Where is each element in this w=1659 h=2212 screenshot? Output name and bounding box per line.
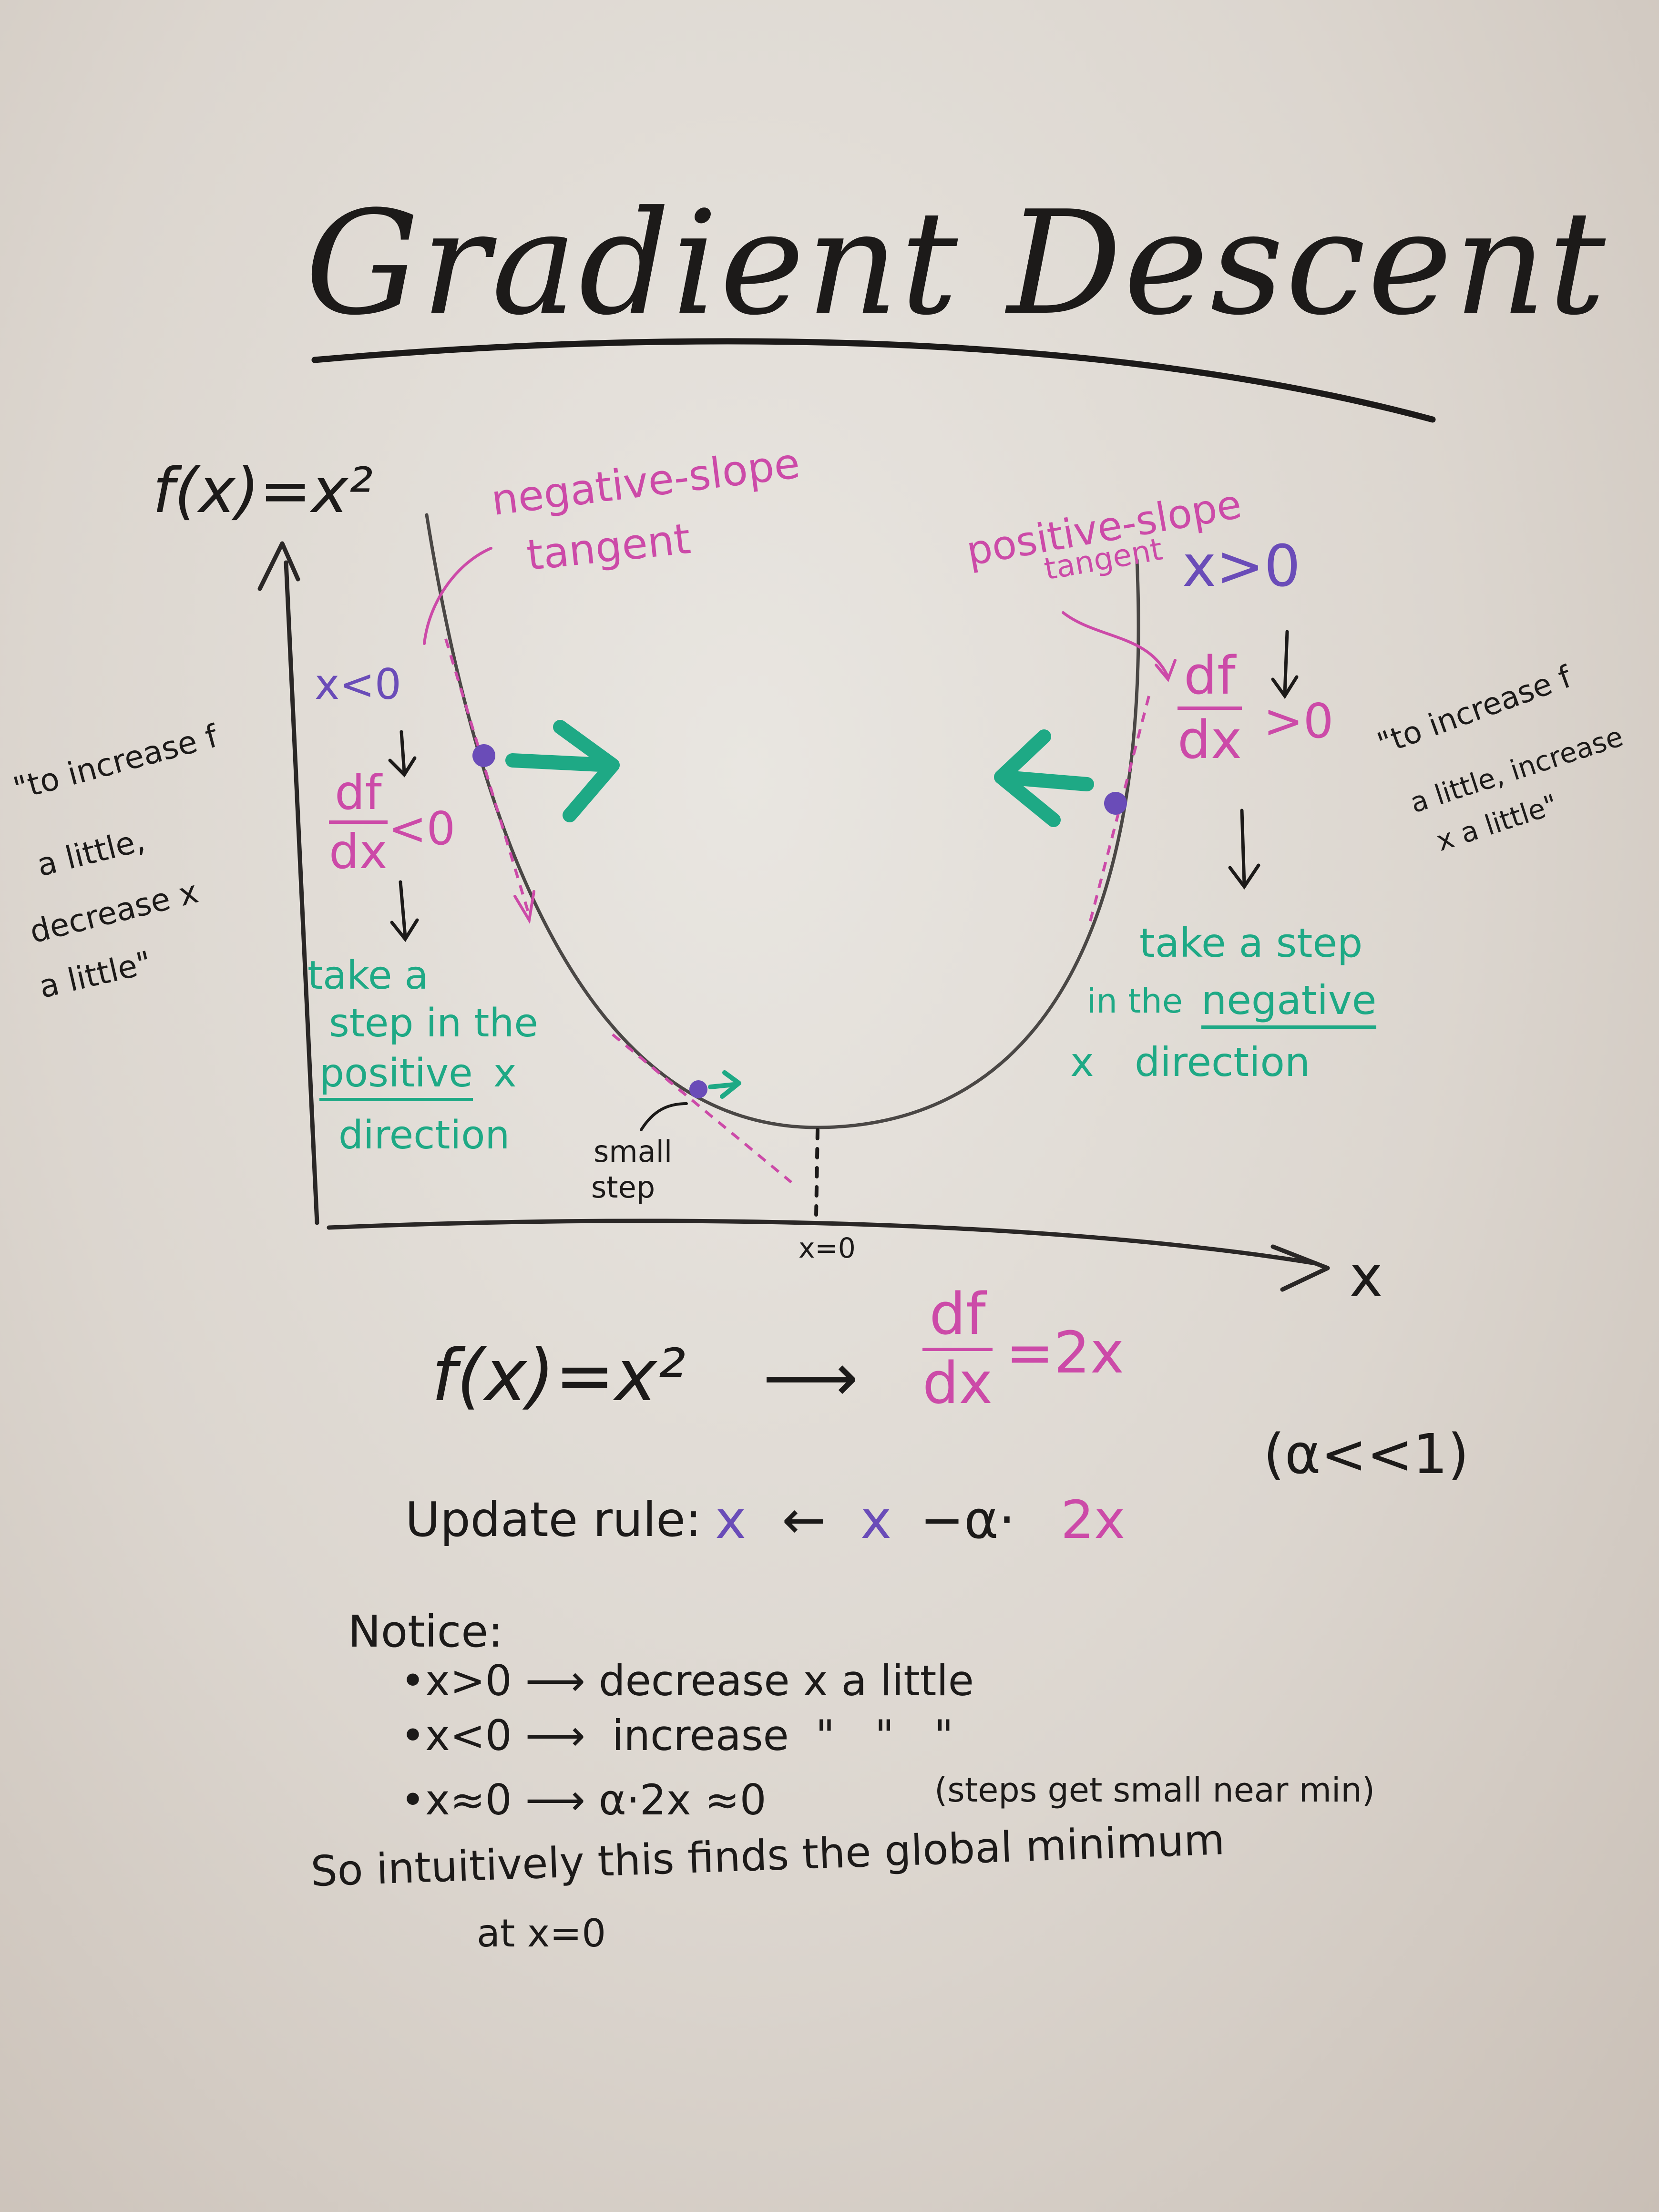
title-underline (311, 338, 1436, 423)
equation-lhs: f(x)=x² (431, 1334, 686, 1417)
left-tangent-leader (423, 547, 492, 645)
left-step-x: x (493, 1051, 517, 1096)
page-title: Gradient Descent (305, 180, 1608, 347)
right-down-arrow-1 (1271, 630, 1299, 699)
update-rule-label: Update rule: (405, 1492, 702, 1547)
small-step-label-1: small (594, 1134, 673, 1169)
notice-bullet-2: •x<0 ⟶ increase " " " (400, 1711, 953, 1760)
update-rule-alpha: −α· (920, 1489, 1015, 1550)
right-tangent-leader (1062, 611, 1169, 678)
left-down-arrow-1 (388, 730, 417, 778)
notice-bullet-3-note: (steps get small near min) (934, 1771, 1375, 1810)
y-axis-label: f(x)=x² (153, 454, 373, 527)
left-step-line-2: step in the (329, 1001, 538, 1046)
minimum-label: x=0 (799, 1232, 856, 1264)
right-point (1104, 792, 1127, 815)
right-green-arrow (994, 729, 1094, 827)
notice-bullet-3: •x≈0 ⟶ α·2x ≈0 (400, 1775, 767, 1824)
parabola-curve (425, 513, 1140, 1129)
right-step-negative: negative (1201, 977, 1377, 1029)
right-derivative-bar (1178, 706, 1242, 710)
right-step-x: x (1070, 1039, 1094, 1086)
left-step-positive: positive (319, 1051, 473, 1102)
left-tangent-line (444, 638, 531, 916)
right-derivative: df dx (1178, 648, 1242, 768)
small-step-tangent (612, 1033, 792, 1184)
small-step-point (689, 1080, 707, 1098)
left-step-direction: direction (338, 1113, 510, 1158)
right-derivative-numerator: df (1184, 645, 1236, 706)
update-rule-gradient: 2x (1061, 1489, 1126, 1550)
equation-derivative-bar (922, 1348, 993, 1351)
small-step-green-arrow (708, 1070, 741, 1099)
right-down-arrow-2 (1228, 809, 1260, 890)
left-condition: x<0 (315, 660, 401, 709)
update-rule-x1: x (715, 1489, 747, 1550)
notice-bullet-1: •x>0 ⟶ decrease x a little (400, 1656, 974, 1705)
right-condition: x>0 (1182, 533, 1301, 600)
left-tangent-arrowhead (513, 890, 535, 924)
right-derivative-denominator: dx (1178, 709, 1242, 770)
alpha-note: (α<<1) (1263, 1423, 1469, 1486)
equation-arrow: ⟶ (763, 1339, 859, 1417)
x-axis-arrowhead (1270, 1244, 1330, 1292)
right-step-direction: direction (1135, 1039, 1311, 1086)
right-tangent-leader-arrowhead (1155, 659, 1177, 682)
left-down-arrow-2 (390, 880, 419, 942)
update-rule-x2: x (860, 1489, 892, 1550)
small-step-label-2: step (591, 1170, 655, 1205)
equation-derivative-numerator: df (929, 1281, 986, 1348)
x-axis-label: x (1349, 1244, 1383, 1310)
left-derivative-denominator: dx (329, 824, 388, 880)
minimum-dotted-line (814, 1128, 819, 1218)
y-axis (284, 560, 319, 1225)
left-derivative-numerator: df (334, 765, 382, 820)
right-tangent-line (1088, 696, 1150, 925)
right-derivative-relation: >0 (1263, 693, 1334, 749)
left-derivative: df dx (329, 768, 388, 877)
right-step-line-2: in the (1087, 982, 1183, 1021)
left-green-arrow (505, 720, 620, 822)
small-step-leader (640, 1102, 688, 1131)
notice-heading: Notice: (348, 1606, 503, 1657)
left-derivative-relation: <0 (389, 803, 456, 855)
y-axis-arrowhead (257, 541, 300, 591)
update-rule-arrow: ← (782, 1489, 826, 1550)
left-derivative-bar (329, 820, 388, 824)
conclusion-line-2: at x=0 (477, 1911, 606, 1956)
equation-rhs: =2x (1006, 1320, 1124, 1386)
right-step-line-1: take a step (1139, 920, 1363, 966)
left-step-line-1: take a (307, 953, 429, 998)
left-point (472, 744, 495, 767)
equation-derivative-denominator: dx (922, 1351, 993, 1417)
equation-derivative: df dx (922, 1285, 993, 1414)
x-axis (327, 1219, 1318, 1266)
